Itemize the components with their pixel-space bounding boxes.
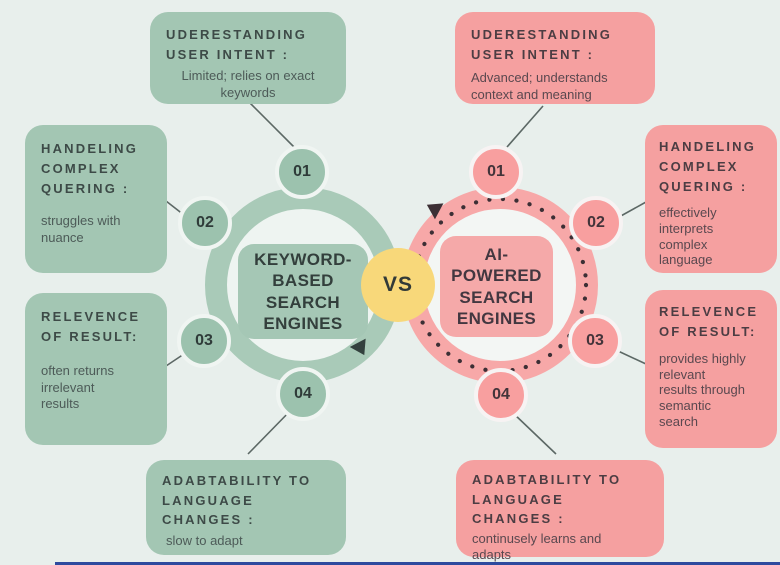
card-title: RELEVENCE OF RESULT: — [659, 304, 759, 340]
card-body: often returns irrelevant results — [41, 363, 114, 411]
card-title: ADABTABILITY TO LANGUAGE CHANGES : — [162, 473, 312, 527]
card-relevance-keyword: RELEVENCE OF RESULT: often returns irrel… — [25, 293, 167, 445]
keyword-step-2: 02 — [178, 196, 232, 250]
card-body: Advanced; understands context and meanin… — [471, 70, 608, 102]
ai-step-3: 03 — [568, 314, 622, 368]
card-user-intent-keyword: UDERESTANDING USER INTENT : Limited; rel… — [150, 12, 346, 104]
card-body: continusely learns and adapts — [472, 530, 602, 562]
card-body: struggles with nuance — [41, 213, 121, 245]
card-adaptability-keyword: ADABTABILITY TO LANGUAGE CHANGES : slow … — [146, 460, 346, 555]
keyword-step-1: 01 — [275, 145, 329, 199]
card-title: UDERESTANDING USER INTENT : — [166, 27, 308, 63]
card-body: effectively interprets complex language — [659, 205, 717, 268]
card-body: provides highly relevant results through… — [659, 351, 746, 429]
keyword-step-4: 04 — [276, 367, 330, 421]
keyword-step-3: 03 — [177, 314, 231, 368]
card-body: slow to adapt — [166, 532, 243, 548]
keyword-engines-label: KEYWORD- BASED SEARCH ENGINES — [238, 244, 368, 339]
card-title: RELEVENCE OF RESULT: — [41, 309, 141, 345]
vs-badge: VS — [361, 248, 435, 322]
ai-step-1: 01 — [469, 145, 523, 199]
ai-engines-label: AI- POWERED SEARCH ENGINES — [440, 236, 553, 337]
card-title: ADABTABILITY TO LANGUAGE CHANGES : — [472, 472, 622, 526]
card-relevance-ai: RELEVENCE OF RESULT: provides highly rel… — [645, 290, 777, 448]
ai-step-2: 02 — [569, 196, 623, 250]
card-body: Limited; relies on exact keywords — [181, 68, 315, 100]
bottom-accent-line — [55, 562, 780, 565]
card-complex-query-ai: HANDELING COMPLEX QUERING : effectively … — [645, 125, 777, 273]
card-complex-query-keyword: HANDELING COMPLEX QUERING : struggles wi… — [25, 125, 167, 273]
ai-step-4: 04 — [474, 368, 528, 422]
card-title: UDERESTANDING USER INTENT : — [471, 27, 613, 63]
card-user-intent-ai: UDERESTANDING USER INTENT : Advanced; un… — [455, 12, 655, 104]
card-title: HANDELING COMPLEX QUERING : — [659, 139, 757, 195]
card-title: HANDELING COMPLEX QUERING : — [41, 141, 139, 197]
card-adaptability-ai: ADABTABILITY TO LANGUAGE CHANGES : conti… — [456, 460, 664, 562]
